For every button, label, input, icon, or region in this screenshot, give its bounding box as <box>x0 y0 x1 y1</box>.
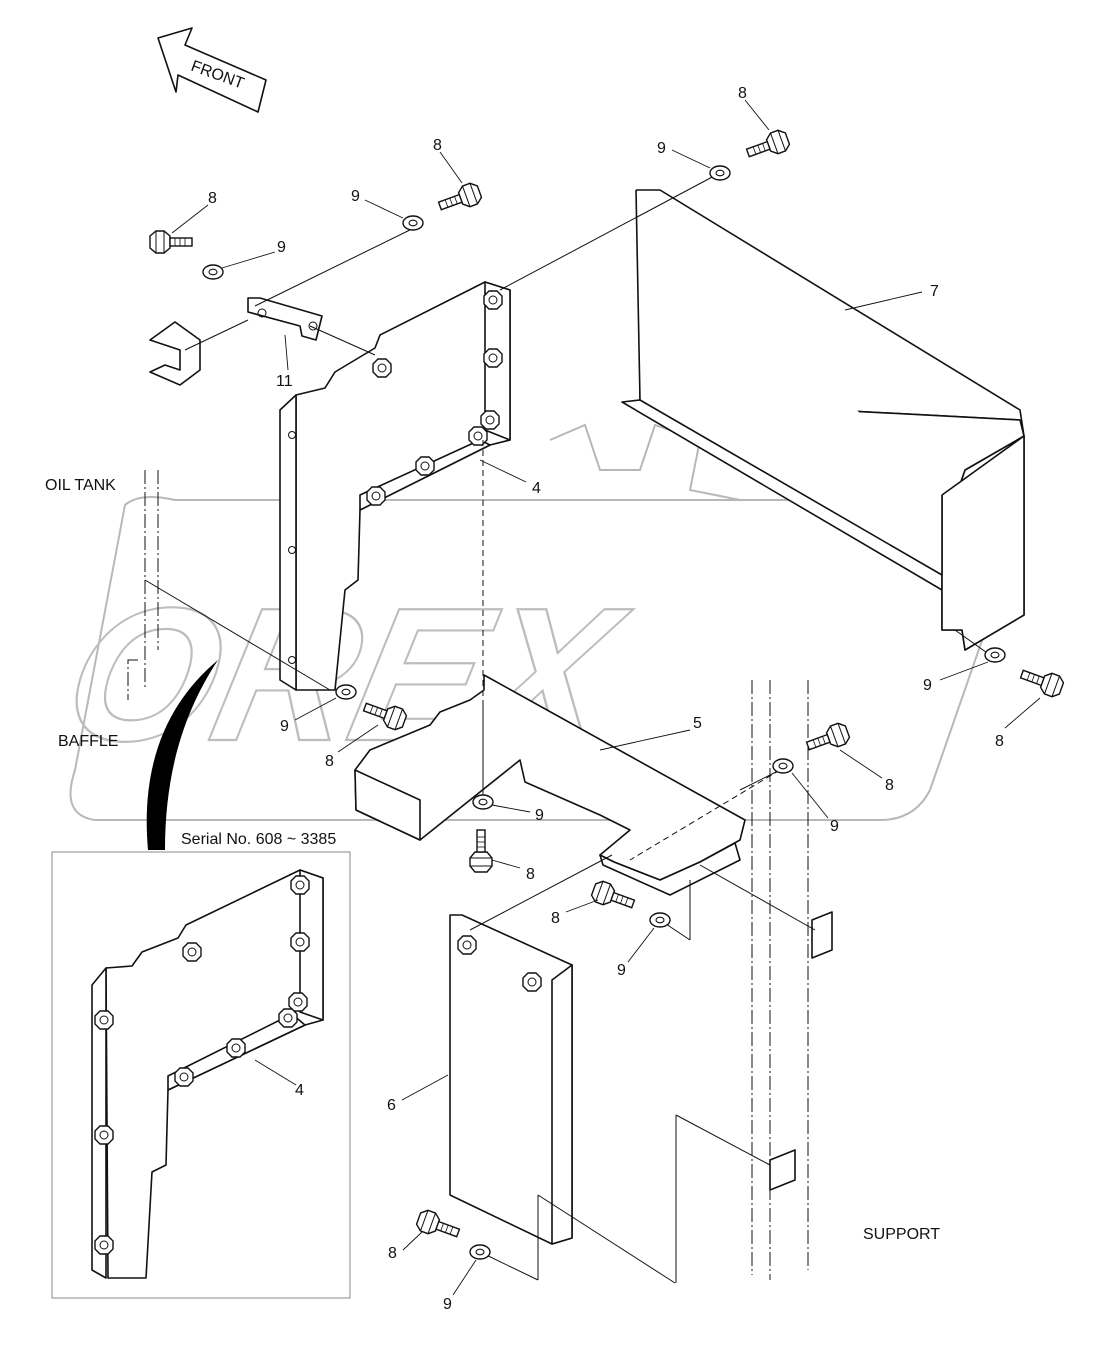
washer-9-i <box>469 1244 491 1260</box>
nut-d <box>372 358 392 378</box>
callout-8: 8 <box>551 910 560 927</box>
washer-9-d <box>984 647 1006 663</box>
nut-b <box>483 348 503 368</box>
front-arrow: FRONT <box>157 27 267 113</box>
callout-8: 8 <box>526 866 535 883</box>
callout-9: 9 <box>830 818 839 835</box>
bolt-8-h <box>589 878 638 915</box>
callout-leaders <box>171 99 1041 1296</box>
callout-8: 8 <box>433 137 442 154</box>
bolt-8-a <box>149 230 193 254</box>
callout-8: 8 <box>885 777 894 794</box>
bolt-8-i <box>414 1207 463 1244</box>
callout-9: 9 <box>443 1296 452 1313</box>
callout-4: 4 <box>532 480 541 497</box>
bolt-8-c <box>743 127 792 164</box>
nut-e <box>468 426 488 446</box>
nut-h <box>457 935 477 955</box>
callout-6: 6 <box>387 1097 396 1114</box>
washer-9-h <box>649 912 671 928</box>
washer-9-a <box>202 264 224 280</box>
part-7-panel <box>621 189 1025 651</box>
washer-9-f <box>772 758 794 774</box>
hole-b <box>288 546 296 554</box>
callout-8: 8 <box>738 85 747 102</box>
callout-9: 9 <box>923 677 932 694</box>
text-labels: OIL TANK BAFFLE SUPPORT Serial No. 608 ~… <box>45 85 1004 1313</box>
washer-9-e <box>335 684 357 700</box>
serial-inset <box>51 851 351 1299</box>
bolt-8-b <box>435 180 484 217</box>
washer-9-c <box>709 165 731 181</box>
label-support: SUPPORT <box>863 1226 940 1243</box>
callout-11: 11 <box>276 373 293 390</box>
hole-a <box>288 431 296 439</box>
callout-9: 9 <box>351 188 360 205</box>
callout-8: 8 <box>388 1245 397 1262</box>
bolt-8-g <box>469 829 493 873</box>
callout-9: 9 <box>535 807 544 824</box>
nut-a <box>483 290 503 310</box>
washer-9-b <box>402 215 424 231</box>
label-serial: Serial No. 608 ~ 3385 <box>181 831 336 848</box>
callout-9: 9 <box>280 718 289 735</box>
bolt-8-f <box>803 720 852 757</box>
nut-g <box>366 486 386 506</box>
assembly-lines <box>144 174 991 1284</box>
hole-c <box>288 656 296 664</box>
inset-pointer <box>146 660 218 850</box>
nut-i <box>522 972 542 992</box>
label-oil-tank: OIL TANK <box>45 477 116 494</box>
callout-7: 7 <box>930 283 939 300</box>
label-baffle: BAFFLE <box>58 733 118 750</box>
part-11-bracket <box>247 297 323 341</box>
callout-8: 8 <box>995 733 1004 750</box>
part-6-plate <box>449 914 573 1245</box>
support-channel <box>751 680 833 1280</box>
callout-4: 4 <box>295 1082 304 1099</box>
clip-bracket <box>149 321 201 386</box>
callout-5: 5 <box>693 715 702 732</box>
washer-9-g <box>472 794 494 810</box>
nut-f <box>415 456 435 476</box>
part-5-plate <box>354 674 746 896</box>
callout-9: 9 <box>657 140 666 157</box>
callout-9: 9 <box>277 239 286 256</box>
nut-c <box>480 410 500 430</box>
callout-8: 8 <box>208 190 217 207</box>
bolt-8-d <box>1017 663 1066 700</box>
callout-9: 9 <box>617 962 626 979</box>
callout-8: 8 <box>325 753 334 770</box>
